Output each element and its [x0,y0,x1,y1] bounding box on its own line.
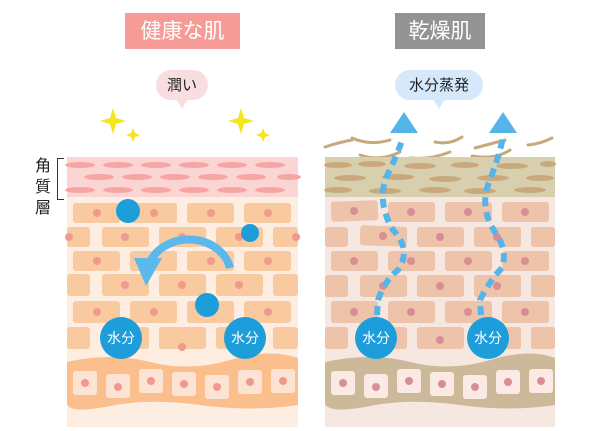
water-label-right-1: 水分 [362,331,390,347]
flaking-skin [323,135,554,160]
circulation-arrow-icon [146,235,234,270]
sparkle-icon [100,108,270,142]
water-label-left-2: 水分 [231,331,259,347]
moisture-bubble: 潤い [156,70,208,109]
healthy-skin-title: 健康な肌 [125,13,240,49]
healthy-skin-panel: 水分 水分 [65,157,301,427]
dry-skin-panel: 水分 水分 [323,112,556,427]
evaporation-arrow-icon [374,136,507,316]
stratum-corneum-label: 角質層 [34,156,51,217]
evaporation-bubble: 水分蒸発 [395,70,483,109]
water-label-left-1: 水分 [107,331,135,347]
stratum-bracket [57,158,64,200]
dry-skin-title: 乾燥肌 [395,13,485,49]
water-label-right-2: 水分 [474,331,502,347]
